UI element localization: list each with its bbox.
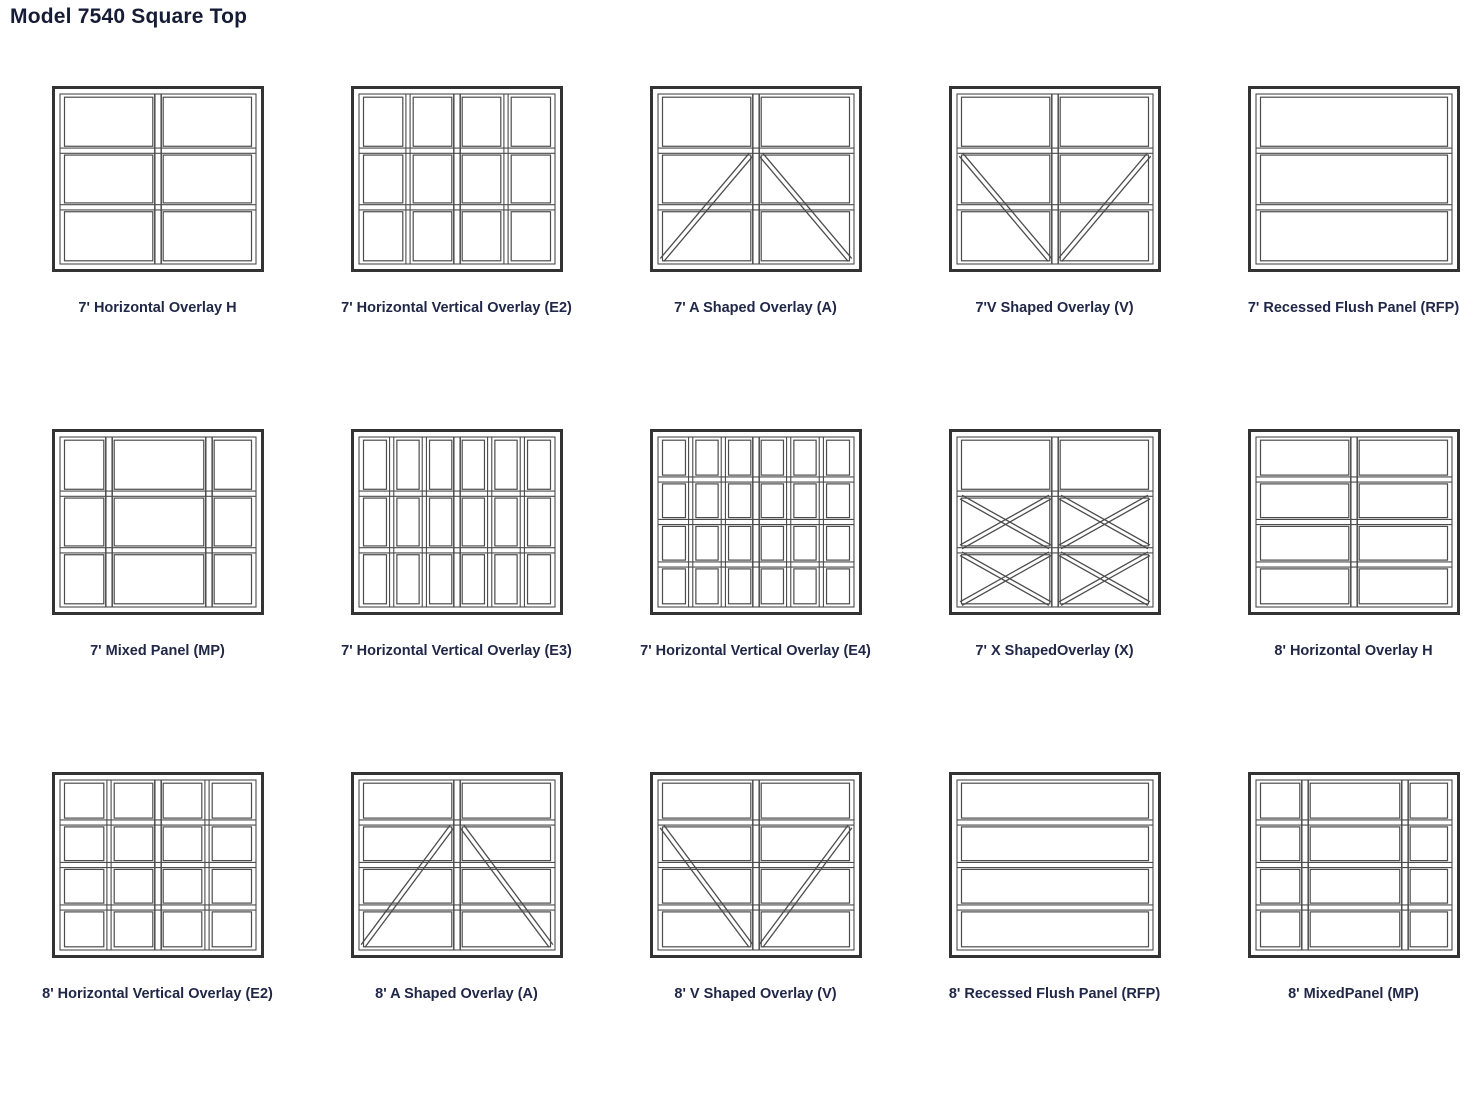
door-drawing-svg xyxy=(1247,86,1460,272)
door-label: 8' Horizontal Overlay H xyxy=(1274,643,1433,659)
door-diagram-7-mp xyxy=(51,429,264,615)
door-diagram-8-v xyxy=(649,772,862,958)
door-label: 8' A Shaped Overlay (A) xyxy=(375,986,538,1002)
door-card-8-rfp: 8' Recessed Flush Panel (RFP) xyxy=(905,772,1204,1115)
door-diagram-8-h xyxy=(1247,429,1460,615)
door-label: 7' Horizontal Overlay H xyxy=(78,300,237,316)
door-card-8-e2: 8' Horizontal Vertical Overlay (E2) xyxy=(8,772,307,1115)
door-diagram-7-v xyxy=(948,86,1161,272)
door-label: 7' Mixed Panel (MP) xyxy=(90,643,225,659)
door-card-8-v: 8' V Shaped Overlay (V) xyxy=(606,772,905,1115)
door-diagram-8-e2 xyxy=(51,772,264,958)
door-drawing-svg xyxy=(649,86,862,272)
door-card-7-e2: 7' Horizontal Vertical Overlay (E2) xyxy=(307,86,606,429)
page-title: Model 7540 Square Top xyxy=(10,5,248,28)
door-drawing-svg xyxy=(51,86,264,272)
door-label: 7' Horizontal Vertical Overlay (E2) xyxy=(341,300,572,316)
door-label: 7' X ShapedOverlay (X) xyxy=(975,643,1134,659)
door-drawing-svg xyxy=(948,86,1161,272)
door-diagram-7-e3 xyxy=(350,429,563,615)
door-drawing-svg xyxy=(1247,429,1460,615)
door-drawing-svg xyxy=(350,772,563,958)
door-drawing-svg xyxy=(948,429,1161,615)
door-diagram-8-a xyxy=(350,772,563,958)
door-card-7-rfp: 7' Recessed Flush Panel (RFP) xyxy=(1204,86,1479,429)
door-label: 8' MixedPanel (MP) xyxy=(1288,986,1419,1002)
door-label: 7' Horizontal Vertical Overlay (E3) xyxy=(341,643,572,659)
door-card-8-a: 8' A Shaped Overlay (A) xyxy=(307,772,606,1115)
door-diagram-7-rfp xyxy=(1247,86,1460,272)
door-drawing-svg xyxy=(350,86,563,272)
door-diagram-7-a xyxy=(649,86,862,272)
door-drawing-svg xyxy=(51,772,264,958)
door-label: 8' V Shaped Overlay (V) xyxy=(674,986,837,1002)
door-card-8-mp: 8' MixedPanel (MP) xyxy=(1204,772,1479,1115)
door-label: 7' Horizontal Vertical Overlay (E4) xyxy=(640,643,871,659)
door-card-7-mp: 7' Mixed Panel (MP) xyxy=(8,429,307,772)
door-diagram-7-e4 xyxy=(649,429,862,615)
door-diagram-7-x xyxy=(948,429,1161,615)
door-label: 7' Recessed Flush Panel (RFP) xyxy=(1247,300,1460,316)
door-diagram-8-mp xyxy=(1247,772,1460,958)
door-card-7-h: 7' Horizontal Overlay H xyxy=(8,86,307,429)
door-drawing-svg xyxy=(1247,772,1460,958)
door-card-7-x: 7' X ShapedOverlay (X) xyxy=(905,429,1204,772)
door-diagram-7-h xyxy=(51,86,264,272)
door-diagram-8-rfp xyxy=(948,772,1161,958)
door-label: 8' Horizontal Vertical Overlay (E2) xyxy=(42,986,273,1002)
door-card-7-e3: 7' Horizontal Vertical Overlay (E3) xyxy=(307,429,606,772)
door-card-7-v: 7'V Shaped Overlay (V) xyxy=(905,86,1204,429)
door-drawing-svg xyxy=(649,429,862,615)
door-drawing-svg xyxy=(948,772,1161,958)
door-drawing-svg xyxy=(51,429,264,615)
door-card-7-e4: 7' Horizontal Vertical Overlay (E4) xyxy=(606,429,905,772)
door-diagram-7-e2 xyxy=(350,86,563,272)
door-label: 7' A Shaped Overlay (A) xyxy=(674,300,837,316)
door-card-8-h: 8' Horizontal Overlay H xyxy=(1204,429,1479,772)
door-label: 8' Recessed Flush Panel (RFP) xyxy=(948,986,1161,1002)
door-label: 7'V Shaped Overlay (V) xyxy=(975,300,1134,316)
door-drawing-svg xyxy=(649,772,862,958)
door-drawing-svg xyxy=(350,429,563,615)
door-grid: 7' Horizontal Overlay H 7' Horizontal Ver… xyxy=(8,86,1479,1115)
door-card-7-a: 7' A Shaped Overlay (A) xyxy=(606,86,905,429)
